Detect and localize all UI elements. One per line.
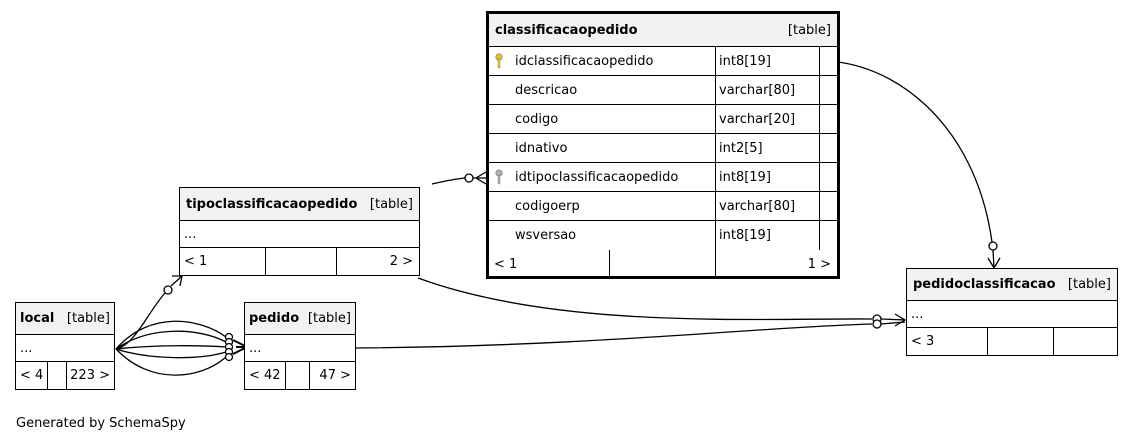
parents-count[interactable]: < 42 bbox=[249, 368, 281, 383]
no-key-icon bbox=[489, 105, 509, 133]
foreign-key-icon bbox=[489, 163, 509, 191]
primary-key-icon bbox=[489, 47, 509, 75]
table-footer: < 4 223 > bbox=[16, 362, 114, 389]
table-footer: < 42 47 > bbox=[245, 362, 355, 389]
parents-count[interactable]: < 1 bbox=[494, 257, 518, 272]
column-row[interactable]: idnativo int2[5] bbox=[489, 134, 837, 163]
table-footer: < 3 bbox=[907, 328, 1117, 355]
edge-tipo-to-classificacao bbox=[431, 171, 487, 185]
column-relation-slot bbox=[819, 163, 837, 191]
footer-middle bbox=[285, 362, 309, 389]
table-footer: < 1 1 > bbox=[489, 250, 837, 279]
table-pedidoclassificacao[interactable]: pedidoclassificacao [table] ... < 3 bbox=[906, 268, 1118, 356]
no-key-icon bbox=[489, 192, 509, 220]
table-body: ... bbox=[180, 221, 419, 248]
column-name: idtipoclassificacaopedido bbox=[515, 169, 679, 185]
column-name: codigoerp bbox=[515, 198, 580, 214]
column-relation-slot bbox=[819, 76, 837, 104]
column-type: int8[19] bbox=[715, 163, 819, 191]
children-count[interactable]: 2 > bbox=[336, 248, 419, 275]
column-name: idclassificacaopedido bbox=[515, 53, 654, 69]
column-row[interactable]: codigo varchar[20] bbox=[489, 105, 837, 134]
table-type-label: [table] bbox=[1067, 277, 1111, 292]
parents-count[interactable]: < 1 bbox=[184, 254, 208, 269]
generated-by-label: Generated by SchemaSpy bbox=[16, 416, 186, 431]
table-classificacaopedido[interactable]: classificacaopedido [table] idclassifica… bbox=[486, 11, 840, 279]
table-type-label: [table] bbox=[787, 22, 831, 38]
columns-ellipsis: ... bbox=[249, 340, 262, 356]
column-type: varchar[80] bbox=[715, 76, 819, 104]
table-header: tipoclassificacaopedido [table] bbox=[180, 188, 419, 221]
table-header: pedidoclassificacao [table] bbox=[907, 269, 1117, 301]
table-name: tipoclassificacaopedido bbox=[186, 196, 358, 212]
table-type-label: [table] bbox=[369, 196, 413, 212]
edge-local-to-tipo bbox=[115, 275, 183, 350]
column-name: codigo bbox=[515, 111, 559, 127]
children-count[interactable] bbox=[1053, 328, 1117, 355]
columns-ellipsis: ... bbox=[911, 306, 924, 322]
columns-ellipsis: ... bbox=[20, 340, 33, 356]
table-local[interactable]: local [table] ... < 4 223 > bbox=[15, 302, 115, 390]
table-body: ... bbox=[245, 335, 355, 362]
edge-classificacao-to-pedidoclassificacao bbox=[819, 60, 1001, 270]
column-type: varchar[20] bbox=[715, 105, 819, 133]
children-count[interactable]: 223 > bbox=[66, 362, 114, 389]
footer-middle bbox=[609, 250, 715, 279]
columns-ellipsis: ... bbox=[184, 226, 197, 242]
children-count[interactable]: 47 > bbox=[309, 362, 355, 389]
column-type: int2[5] bbox=[715, 134, 819, 162]
column-name: wsversao bbox=[515, 228, 577, 243]
column-type: int8[19] bbox=[715, 221, 819, 250]
column-name: idnativo bbox=[515, 140, 568, 156]
edge-tipo-to-pedidoclassificacao bbox=[417, 277, 873, 321]
table-tipoclassificacaopedido[interactable]: tipoclassificacaopedido [table] ... < 1 … bbox=[179, 187, 420, 276]
table-header: local [table] bbox=[16, 303, 114, 335]
table-name: classificacaopedido bbox=[495, 22, 638, 38]
column-relation-slot bbox=[819, 47, 837, 75]
table-header: pedido [table] bbox=[245, 303, 355, 335]
column-type: int8[19] bbox=[715, 47, 819, 75]
table-name: local bbox=[20, 311, 55, 326]
column-row[interactable]: descricao varchar[80] bbox=[489, 76, 837, 105]
column-row[interactable]: idclassificacaopedido int8[19] bbox=[489, 47, 837, 76]
column-type: varchar[80] bbox=[715, 192, 819, 220]
table-header: classificacaopedido [table] bbox=[489, 14, 837, 47]
no-key-icon bbox=[489, 134, 509, 162]
table-body: ... bbox=[907, 301, 1117, 328]
column-row[interactable]: wsversao int8[19] bbox=[489, 221, 837, 250]
table-name: pedido bbox=[249, 311, 300, 326]
table-pedido[interactable]: pedido [table] ... < 42 47 > bbox=[244, 302, 356, 390]
table-body: ... bbox=[16, 335, 114, 362]
edge-local-to-pedido bbox=[115, 320, 246, 376]
column-relation-slot bbox=[819, 221, 837, 250]
column-name: descricao bbox=[515, 82, 578, 98]
table-type-label: [table] bbox=[66, 311, 110, 326]
table-name: pedidoclassificacao bbox=[913, 277, 1056, 292]
children-count[interactable]: 1 > bbox=[715, 250, 837, 279]
footer-middle bbox=[47, 362, 66, 389]
no-key-icon bbox=[489, 221, 509, 250]
footer-middle bbox=[265, 248, 336, 275]
footer-middle bbox=[987, 328, 1053, 355]
column-row[interactable]: codigoerp varchar[80] bbox=[489, 192, 837, 221]
parents-count[interactable]: < 3 bbox=[911, 334, 935, 349]
column-row[interactable]: idtipoclassificacaopedido int8[19] bbox=[489, 163, 837, 192]
column-relation-slot bbox=[819, 134, 837, 162]
no-key-icon bbox=[489, 76, 509, 104]
parents-count[interactable]: < 4 bbox=[20, 368, 44, 383]
column-relation-slot bbox=[819, 105, 837, 133]
edge-pedido-to-pedidoclassificacao bbox=[355, 313, 907, 349]
table-type-label: [table] bbox=[307, 311, 351, 326]
table-footer: < 1 2 > bbox=[180, 248, 419, 275]
column-relation-slot bbox=[819, 192, 837, 220]
